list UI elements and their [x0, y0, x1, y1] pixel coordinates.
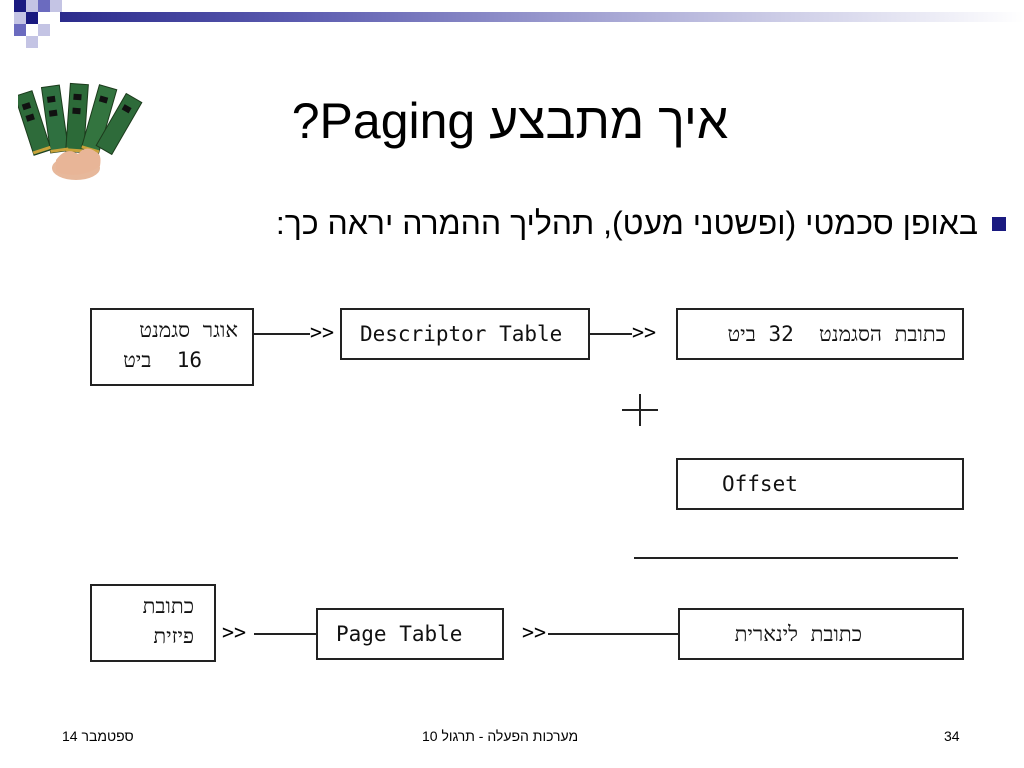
deco-square	[26, 0, 38, 12]
diagram-connectors	[254, 333, 958, 635]
segment-address-box: כתובת הסגמנט 32 ביט	[676, 308, 964, 360]
arrow-to-descriptor: >>	[310, 320, 335, 344]
segment-register-label: אוגר סגמנט	[139, 318, 238, 342]
descriptor-table-label: Descriptor Table	[360, 322, 563, 346]
footer-date: ספטמבר 14	[62, 728, 134, 744]
arrow-to-physical-address: >>	[222, 620, 247, 644]
segment-address-label: כתובת הסגמנט 32 ביט	[727, 322, 947, 346]
ram-modules-image	[18, 82, 143, 180]
page-table-box: Page Table	[316, 608, 504, 660]
descriptor-table-box: Descriptor Table	[340, 308, 590, 360]
header-gradient-bar	[60, 12, 1024, 22]
segment-register-bits: 16 ביט	[123, 348, 202, 372]
deco-square	[14, 12, 26, 24]
deco-square	[14, 0, 26, 12]
footer-page-number: 34	[944, 728, 960, 744]
physical-address-label-line1: כתובת	[142, 594, 194, 618]
deco-square	[38, 0, 50, 12]
header-decoration	[0, 0, 1024, 50]
slide-title: איך מתבצע Paging?	[291, 93, 729, 149]
deco-square	[26, 12, 38, 24]
physical-address-label-line2: פיזית	[153, 624, 194, 648]
footer-course: מערכות הפעלה - תרגול 10	[422, 728, 579, 744]
offset-box: Offset	[676, 458, 964, 510]
square-bullet-icon	[992, 216, 1006, 231]
deco-square	[14, 24, 26, 36]
deco-square	[26, 36, 38, 48]
physical-address-box: כתובת פיזית	[90, 584, 216, 662]
page-table-label: Page Table	[336, 622, 463, 646]
segment-register-box: אוגר סגמנט 16 ביט	[90, 308, 254, 386]
linear-address-box: כתובת לינארית	[678, 608, 964, 660]
bullet-item: באופן סכמטי (ופשטני מעט), תהליך ההמרה יר…	[26, 205, 1006, 242]
bullet-text: באופן סכמטי (ופשטני מעט), תהליך ההמרה יר…	[275, 205, 978, 241]
arrow-to-segment-address: >>	[632, 320, 657, 344]
paging-diagram: >> >> >> >> אוגר סגמנט 16 ביט Descriptor…	[0, 290, 1024, 690]
offset-label: Offset	[722, 472, 798, 496]
deco-square	[50, 0, 62, 12]
arrow-to-page-table: >>	[522, 620, 547, 644]
linear-address-label: כתובת לינארית	[734, 622, 862, 646]
deco-square	[38, 24, 50, 36]
